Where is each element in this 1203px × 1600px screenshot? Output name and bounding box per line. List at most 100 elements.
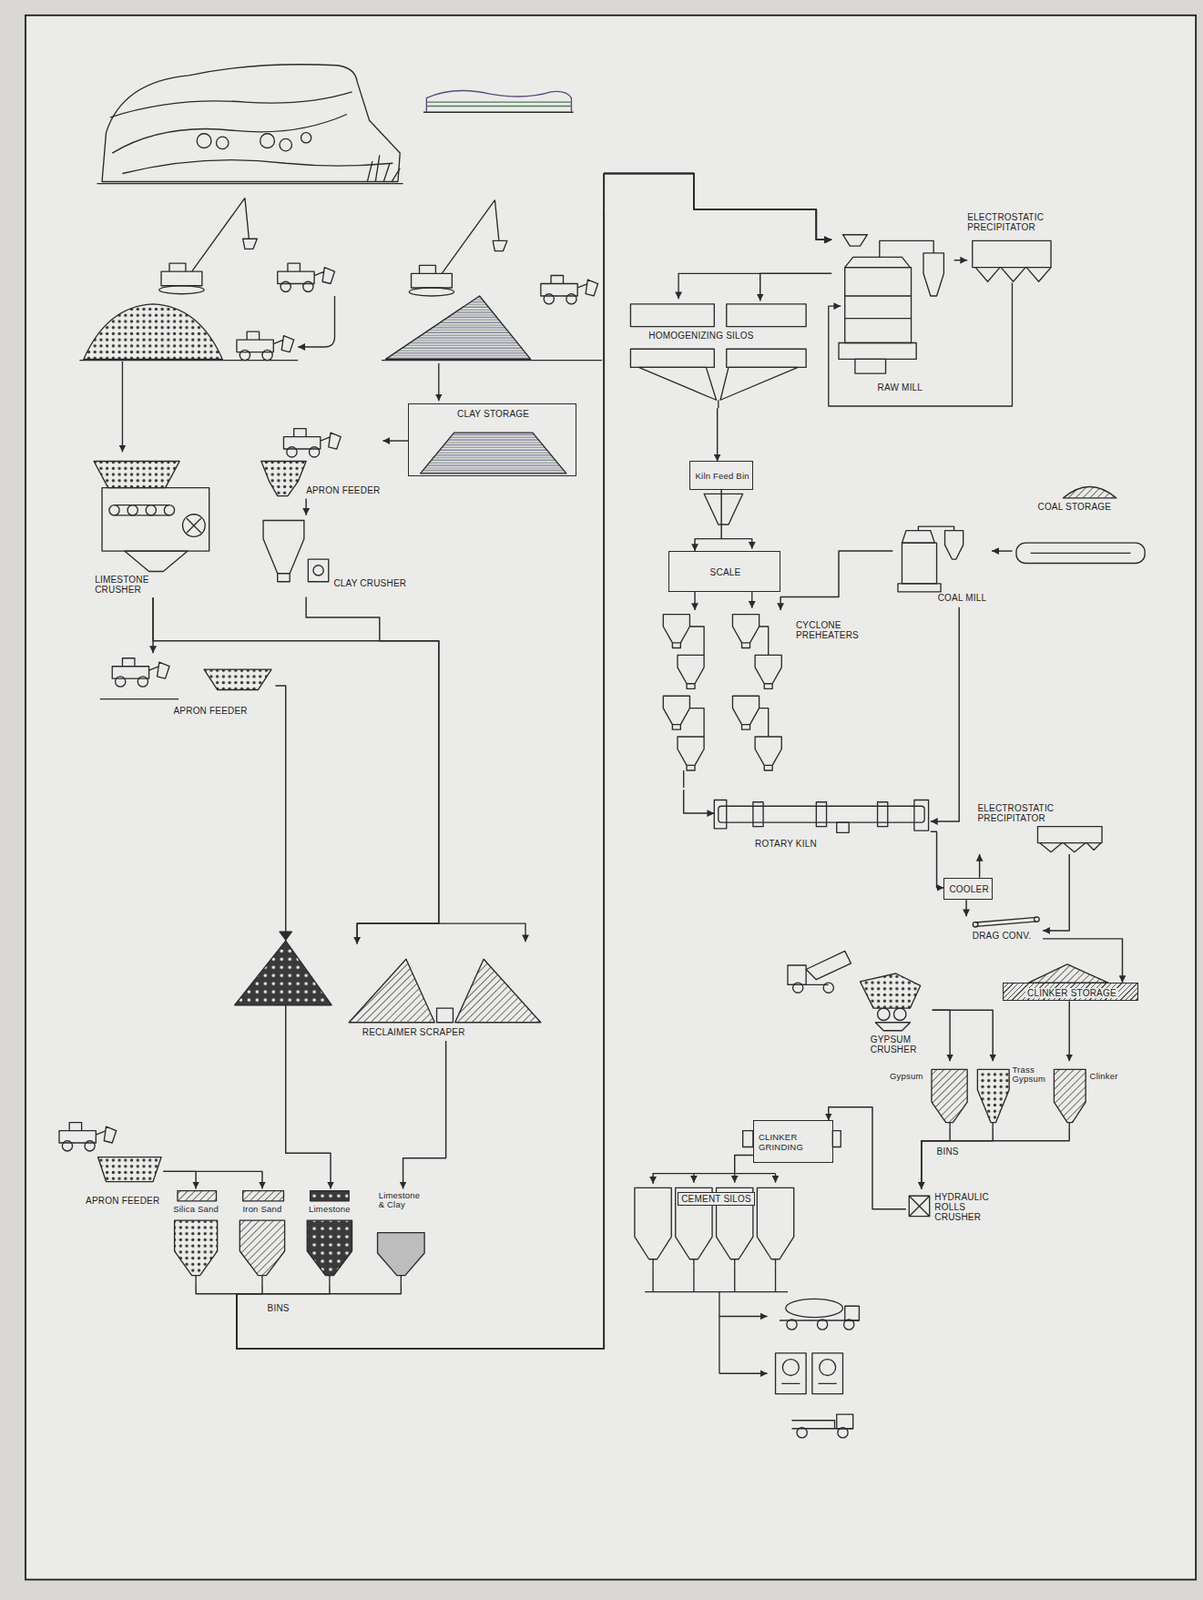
equipment-drawing [1053, 1069, 1086, 1128]
equipment-drawing [832, 1131, 841, 1148]
equipment-drawing [816, 1319, 827, 1330]
equipment-drawing [239, 1220, 285, 1286]
equipment-drawing [743, 1131, 754, 1148]
clinker-cooler: COOLER [943, 877, 992, 901]
equipment-drawing [307, 559, 328, 582]
flow-line [683, 789, 715, 814]
equipment-drawing [677, 736, 704, 771]
equipment-drawing [306, 1220, 352, 1286]
equipment-drawing [718, 805, 925, 823]
equipment-drawing [877, 1008, 890, 1020]
equipment-drawing [112, 658, 170, 687]
equipment-drawing [845, 1305, 860, 1321]
equipment-label: COAL MILL [937, 592, 988, 603]
equipment-drawing [901, 542, 937, 584]
equipment-label: Gypsum [889, 1071, 924, 1082]
equipment-drawing [109, 505, 120, 516]
equipment-drawing [781, 1383, 837, 1385]
equipment-drawing [975, 917, 1037, 927]
quarry-drawing [426, 91, 571, 113]
electrostatic-precipitator: ELECTROSTATIC PRECIPITATOR [967, 212, 1062, 286]
apron-feeder: APRON FEEDER [96, 652, 276, 723]
equipment-drawing [787, 965, 806, 985]
equipment-label: LIMESTONE CRUSHER [94, 574, 158, 595]
flow-line [305, 597, 439, 945]
equipment-drawing [101, 488, 210, 551]
equipment-drawing [113, 505, 170, 516]
equipment-drawing [785, 1298, 844, 1317]
equipment-drawing [145, 505, 156, 516]
equipment-drawing [1037, 826, 1102, 844]
equipment-label: GYPSUM CRUSHER [870, 1034, 930, 1055]
equipment-drawing [734, 1173, 735, 1183]
flow-line [236, 173, 832, 1349]
equipment-label: RECLAIMER SCRAPER [362, 1027, 466, 1038]
equipment-drawing [836, 822, 849, 833]
quarry-drawing [301, 132, 312, 143]
equipment-drawing [732, 695, 759, 730]
quarry-drawing [83, 304, 223, 360]
clay-crusher: CLAY CRUSHER [250, 515, 445, 598]
storage-bin: Iron Sand [232, 1188, 292, 1285]
group-label: BINS [267, 1303, 290, 1314]
equipment-drawing [124, 550, 188, 571]
quarry-drawing [216, 136, 229, 149]
quarry-drawing [122, 361, 123, 453]
equipment-drawing [751, 591, 753, 609]
equipment-label: RAW MILL [877, 382, 924, 393]
flow-line [780, 550, 893, 611]
equipment-label: ELECTROSTATIC PRECIPITATOR [967, 212, 1060, 233]
equipment-drawing [908, 1195, 929, 1216]
rotary-kiln: ROTARY KILN [713, 797, 931, 855]
equipment-drawing [836, 1414, 854, 1429]
equipment-drawing [877, 802, 888, 827]
quarry-drawing [236, 331, 295, 360]
equipment-label: HOMOGENIZING SILOS [646, 330, 755, 341]
equipment-drawing [634, 1187, 672, 1265]
equipment-label: Trass Gypsum [1011, 1065, 1048, 1085]
equipment-label: CEMENT SILOS [677, 1192, 755, 1206]
equipment-drawing [719, 1373, 768, 1375]
equipment-drawing [174, 1220, 218, 1286]
equipment-drawing [93, 460, 180, 488]
equipment-drawing [183, 514, 206, 538]
flow-line [152, 597, 439, 944]
cement-silos: CEMENT SILOS [630, 1183, 802, 1266]
quarry-drawing [101, 64, 400, 183]
flow-line [236, 173, 832, 1349]
equipment-drawing [1030, 552, 1132, 554]
equipment-drawing [261, 460, 306, 496]
equipment-drawing [837, 1427, 848, 1438]
equipment-drawing [703, 493, 744, 525]
equipment-label: APRON FEEDER [85, 1195, 160, 1206]
equipment-drawing [455, 958, 541, 1022]
flow-line [921, 1127, 950, 1189]
quarry-drawing [423, 112, 574, 113]
flow-line [236, 173, 832, 1349]
equipment-drawing [310, 1191, 350, 1202]
apron-feeder: APRON FEEDER [254, 426, 383, 499]
equipment-label: CLINKER GRINDING [758, 1132, 830, 1153]
equipment-drawing [283, 428, 341, 458]
quarry-drawing [79, 64, 602, 453]
equipment-label: COOLER [948, 884, 989, 895]
equipment-drawing [845, 267, 912, 344]
equipment-drawing [677, 654, 704, 689]
equipment-drawing [845, 256, 911, 267]
equipment-drawing [923, 253, 944, 296]
equipment-drawing [726, 304, 806, 327]
equipment-drawing [753, 802, 764, 827]
flow-line [760, 273, 832, 301]
equipment-drawing [855, 358, 887, 374]
quarry-drawing [438, 363, 439, 401]
storage-bin: Gypsum [887, 1060, 972, 1128]
equipment-drawing [313, 565, 324, 576]
equipment-drawing [630, 304, 714, 327]
limestone-crusher: LIMESTONE CRUSHER [90, 454, 224, 599]
quarry-drawing [112, 114, 347, 154]
equipment-label: Clinker [1090, 1071, 1119, 1082]
equipment-drawing [100, 698, 179, 700]
equipment-drawing [844, 1319, 855, 1330]
